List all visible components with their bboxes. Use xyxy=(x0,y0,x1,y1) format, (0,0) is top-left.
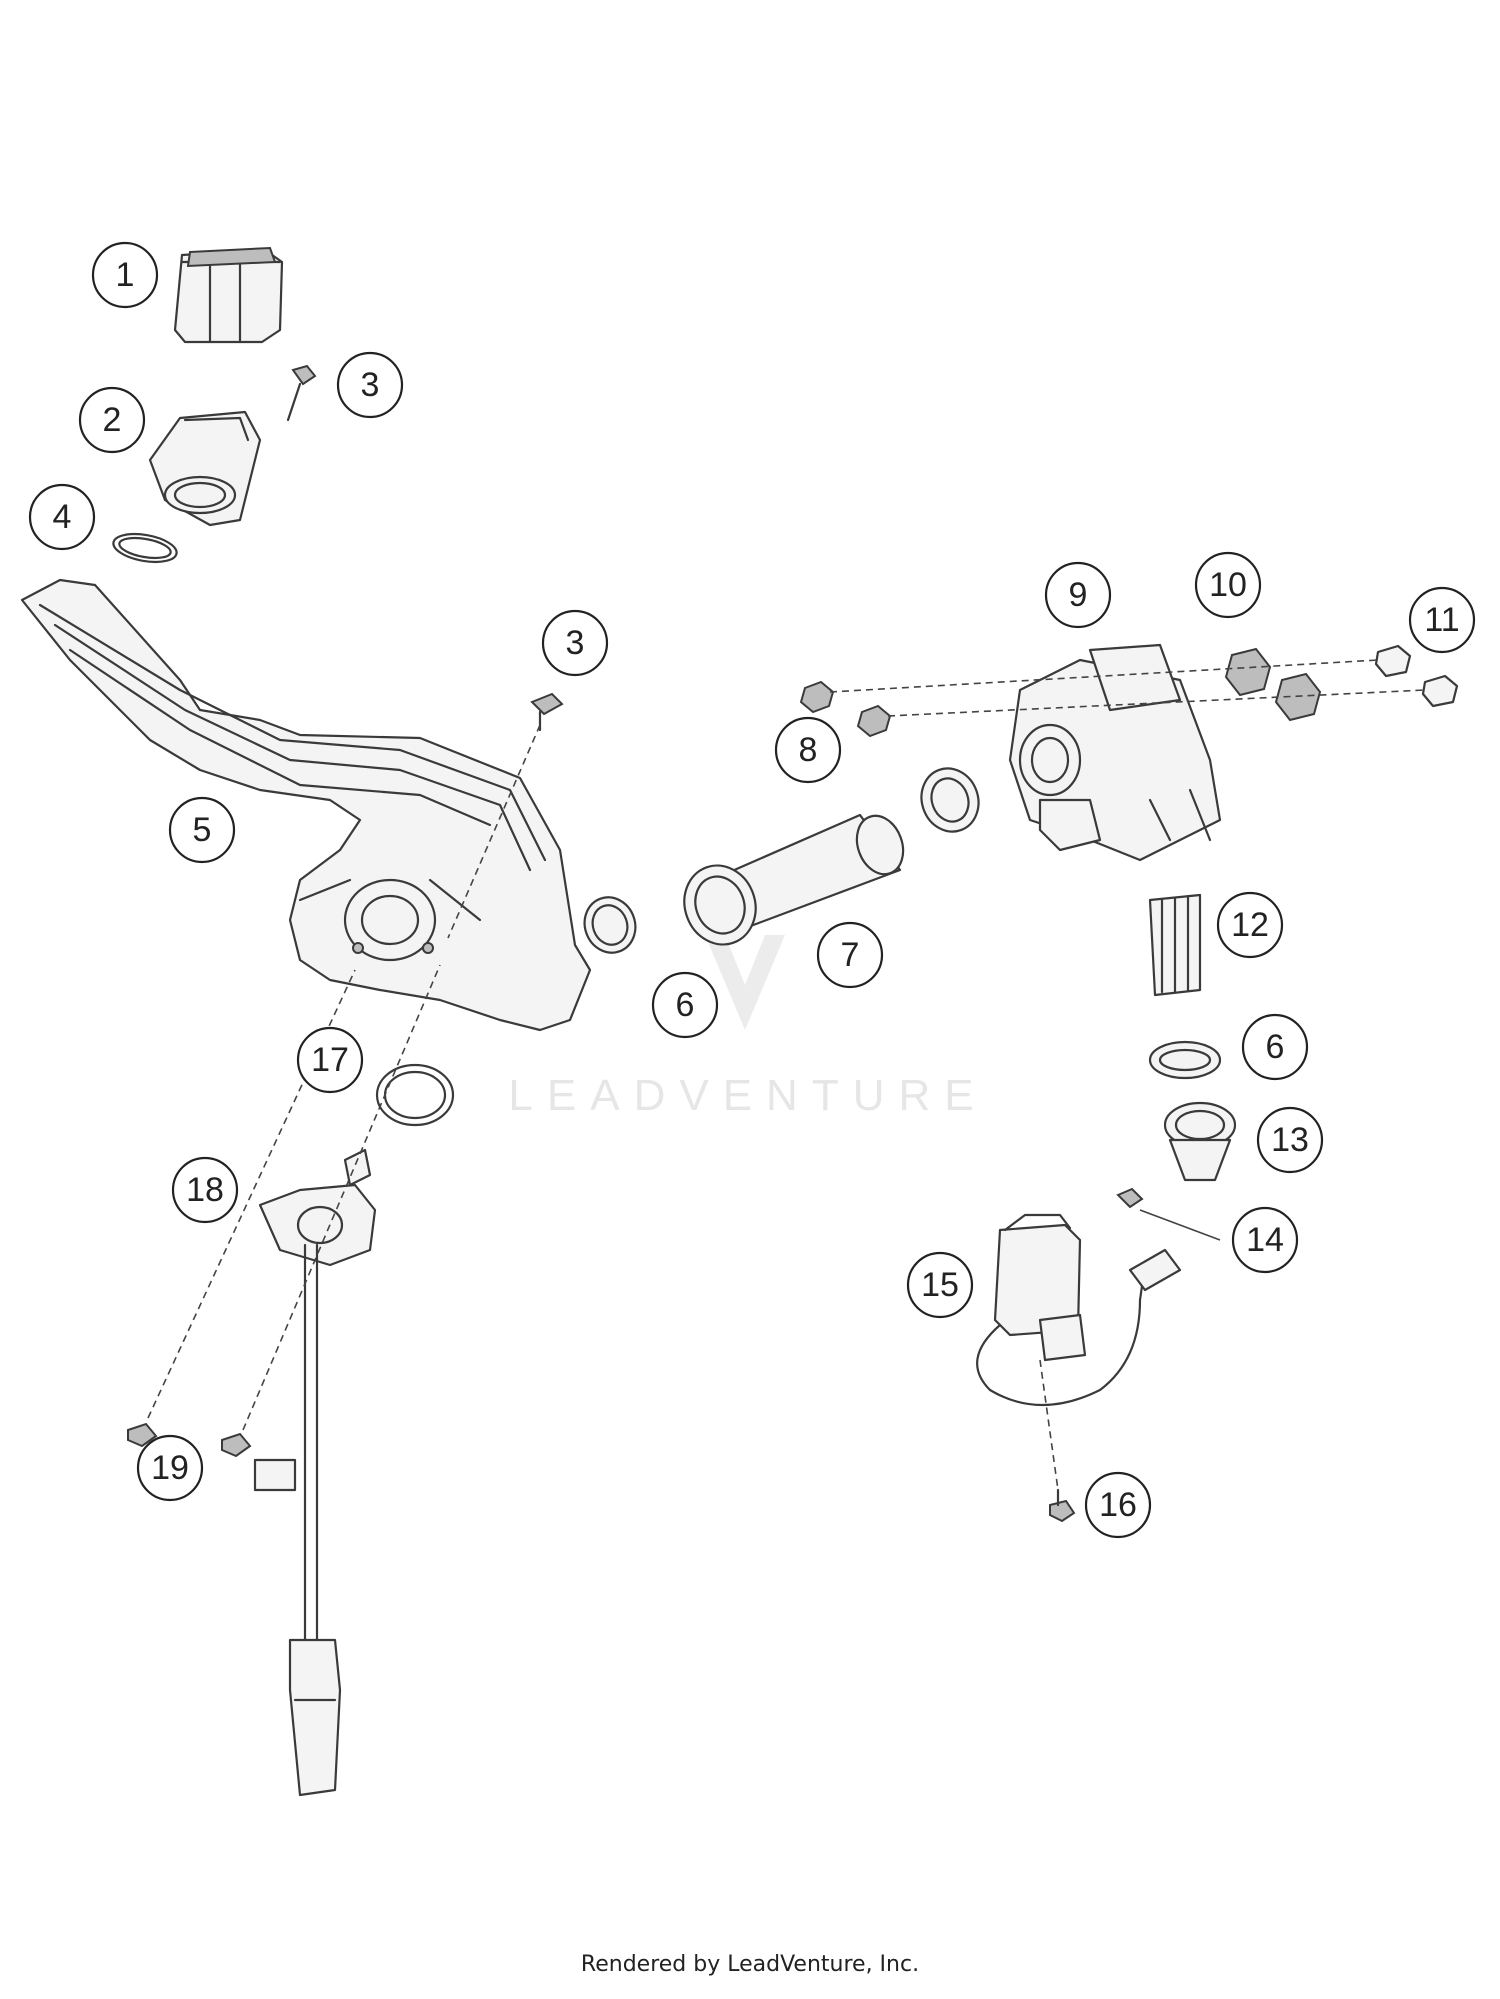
svg-text:8: 8 xyxy=(799,731,818,769)
part-13-hose-fitting xyxy=(1163,1101,1237,1182)
callout-11: 11 xyxy=(1408,586,1476,654)
callout-8: 8 xyxy=(774,716,842,784)
watermark: LEADVENTURE xyxy=(508,935,987,1120)
part-12-filter xyxy=(1148,893,1202,997)
part-17-o-ring xyxy=(375,1063,455,1127)
part-4-o-ring xyxy=(112,532,178,564)
part-5-airbox xyxy=(20,578,592,1032)
part-16-bolt xyxy=(1049,1488,1076,1523)
watermark-logo xyxy=(705,935,785,1030)
part-2-intake-flange xyxy=(148,410,262,527)
part-18-sensor-flange xyxy=(253,1148,377,1797)
svg-text:3: 3 xyxy=(566,624,585,662)
callout-19: 19 xyxy=(136,1434,204,1502)
callout-12: 12 xyxy=(1216,891,1284,959)
svg-text:10: 10 xyxy=(1209,566,1247,604)
svg-text:2: 2 xyxy=(103,401,122,439)
callout-15: 15 xyxy=(906,1251,974,1319)
callout-4: 4 xyxy=(28,483,96,551)
callout-17: 17 xyxy=(296,1026,364,1094)
svg-text:4: 4 xyxy=(53,498,72,536)
callout-1: 1 xyxy=(91,241,159,309)
part-3-screw-top xyxy=(286,364,317,422)
callout-16: 16 xyxy=(1084,1471,1152,1539)
part-1-cover xyxy=(173,246,284,344)
callout-18: 18 xyxy=(171,1156,239,1224)
callout-7: 7 xyxy=(816,921,884,989)
svg-text:6: 6 xyxy=(1266,1028,1285,1066)
part-9-throttle-body xyxy=(1008,643,1222,862)
svg-text:17: 17 xyxy=(311,1041,349,1079)
svg-text:1: 1 xyxy=(116,256,135,294)
watermark-text: LEADVENTURE xyxy=(508,1071,987,1120)
svg-text:15: 15 xyxy=(921,1266,959,1304)
svg-text:7: 7 xyxy=(841,936,860,974)
svg-text:3: 3 xyxy=(361,366,380,404)
svg-text:11: 11 xyxy=(1424,601,1459,639)
part-6-clamp-lower xyxy=(1148,1040,1222,1080)
svg-text:12: 12 xyxy=(1231,906,1269,944)
part-19-screws xyxy=(127,1422,252,1458)
part-8-nuts xyxy=(799,680,892,738)
footer-credit: Rendered by LeadVenture, Inc. xyxy=(580,1952,920,1977)
svg-text:18: 18 xyxy=(186,1171,224,1209)
svg-text:5: 5 xyxy=(193,811,212,849)
callout-3-top: 3 xyxy=(336,351,404,419)
callout-3-mid: 3 xyxy=(541,609,609,677)
part-3-screw-mid xyxy=(530,692,564,732)
callout-14: 14 xyxy=(1231,1206,1299,1274)
callout-6-left: 6 xyxy=(651,971,719,1039)
svg-text:16: 16 xyxy=(1099,1486,1137,1524)
callout-2: 2 xyxy=(78,386,146,454)
callout-5: 5 xyxy=(168,796,236,864)
svg-text:9: 9 xyxy=(1069,576,1088,614)
part-14-screw xyxy=(1116,1187,1144,1209)
part-11-bolts xyxy=(1374,644,1459,708)
callout-13: 13 xyxy=(1256,1106,1324,1174)
callout-9: 9 xyxy=(1044,561,1112,629)
svg-text:13: 13 xyxy=(1271,1121,1309,1159)
callout-6-lower: 6 xyxy=(1241,1013,1309,1081)
callout-10: 10 xyxy=(1194,551,1262,619)
part-15-pump xyxy=(976,1213,1182,1406)
part-7-intake-hose xyxy=(683,813,905,946)
svg-text:19: 19 xyxy=(151,1449,189,1487)
part-6-clamp-upper xyxy=(920,767,980,833)
part-6-clamp-left xyxy=(583,896,637,954)
part-10-sensors xyxy=(1224,647,1322,722)
svg-text:14: 14 xyxy=(1246,1221,1284,1259)
svg-text:6: 6 xyxy=(676,986,695,1024)
